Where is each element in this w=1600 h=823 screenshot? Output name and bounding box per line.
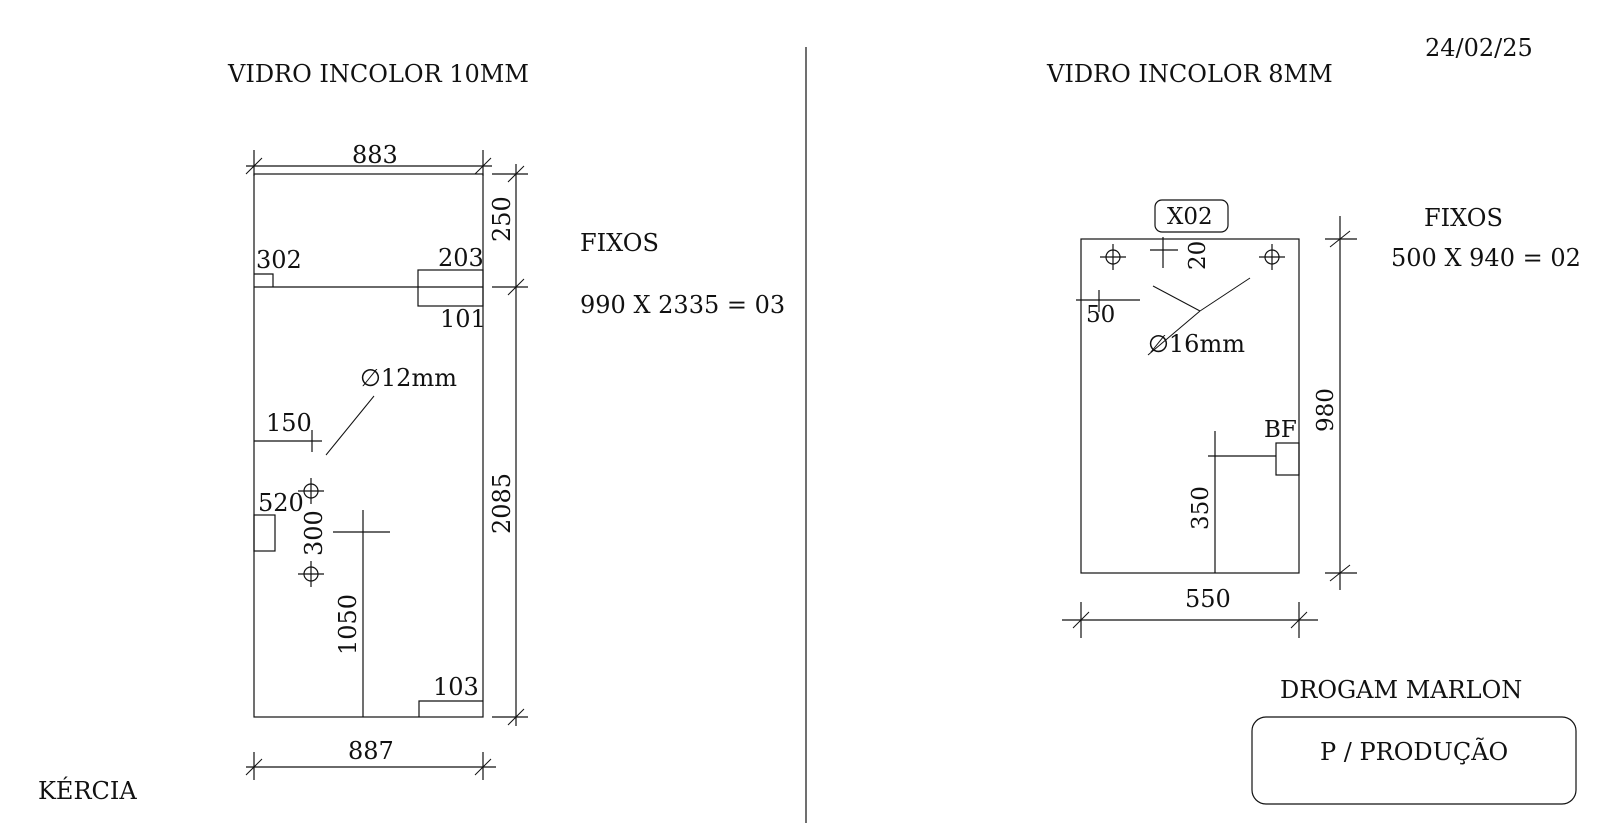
dim-top-height-label: 250 [488,196,516,242]
hole-12mm-callout: ∅12mm [325,364,457,456]
left-panel: VIDRO INCOLOR 10MM 883 250 2085 [38,60,785,805]
notch-302-label: 302 [256,246,302,274]
right-note-value: 500 X 940 = 02 [1391,244,1581,272]
right-glass-outline [1080,238,1300,574]
hole-right-right [1259,244,1285,270]
right-note-label: FIXOS [1424,204,1503,232]
notch-103-label: 103 [433,673,479,701]
notch-101-label: 101 [440,305,486,333]
dim-150: 150 [254,409,322,452]
dim-50: 50 [1076,290,1140,328]
dim-300-label: 300 [300,510,328,556]
dim-350: 350 [1188,431,1216,573]
notch-103: 103 [418,673,483,717]
x02-badge: X02 [1154,199,1229,233]
hole-right-left [1100,244,1126,270]
production-stamp: P / PRODUÇÃO [1251,716,1577,805]
dim-right-heights: 250 2085 [488,164,528,726]
dim-top-width-label: 883 [352,141,398,169]
dim-1050: 1050 [333,510,390,717]
right-panel-title: VIDRO INCOLOR 8MM [1046,60,1333,88]
dim-550-label: 550 [1185,585,1231,613]
notch-203-101: 203 101 [417,244,486,333]
left-note-label: FIXOS [580,229,659,257]
bf-notch: BF [1208,417,1300,476]
dim-350-label: 350 [1188,486,1214,530]
dim-1050-label: 1050 [334,594,362,655]
left-panel-title: VIDRO INCOLOR 10MM [227,60,529,88]
notch-203-label: 203 [438,244,484,272]
notch-520-label: 520 [258,489,304,517]
notch-520: 520 [253,489,304,552]
hole-lower [298,561,324,587]
left-glass-outline [253,173,484,718]
hole-16mm-callout: ∅16mm [1147,277,1251,358]
customer-name: DROGAM MARLON [1280,676,1522,704]
dim-980-label: 980 [1313,388,1339,432]
right-panel: VIDRO INCOLOR 8MM X02 20 [1046,60,1581,805]
dim-50-label: 50 [1086,302,1115,328]
date-label: 24/02/25 [1425,34,1533,62]
dim-top-width: 883 [245,141,492,176]
dim-bottom-width: 887 [245,737,496,780]
dim-980: 980 [1313,216,1357,590]
bf-label: BF [1264,417,1297,443]
production-stamp-label: P / PRODUÇÃO [1320,737,1508,766]
dim-20: 20 [1150,237,1211,270]
notch-302: 302 [254,246,302,287]
dim-bottom-width-label: 887 [348,737,394,765]
dim-150-label: 150 [266,409,312,437]
x02-label: X02 [1167,204,1213,230]
dim-main-height-label: 2085 [488,473,516,534]
hole-12mm-label: ∅12mm [360,364,457,392]
dim-550: 550 [1062,585,1318,638]
dim-20-label: 20 [1185,241,1211,270]
hole-upper [298,478,324,504]
left-note-value: 990 X 2335 = 03 [580,291,785,319]
client-name: KÉRCIA [38,776,137,805]
hole-16mm-label: ∅16mm [1148,330,1245,358]
